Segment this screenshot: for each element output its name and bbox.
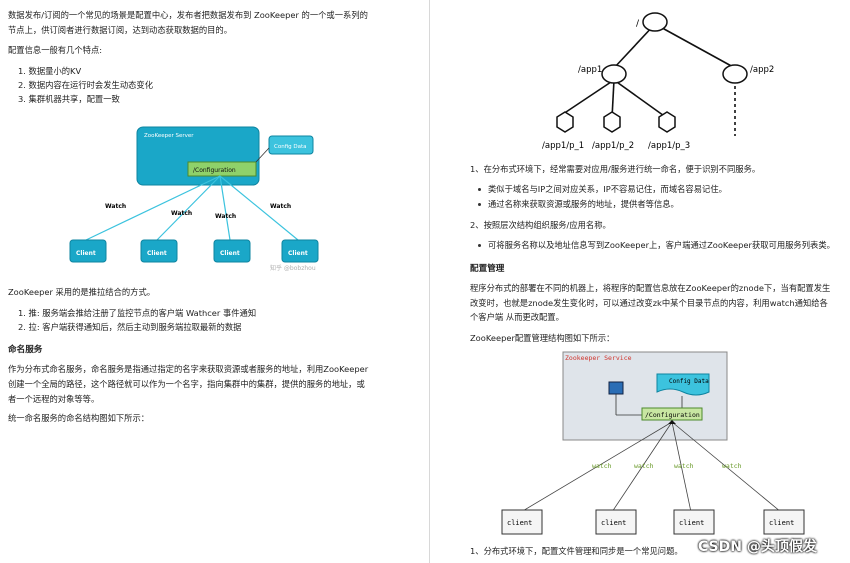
features-title: 配置信息一般有几个特点: <box>8 45 103 55</box>
service-label: Zookeeper Service <box>565 354 632 362</box>
watch-label: Watch <box>105 203 126 210</box>
item2-text: 2、按照层次结构组织服务/应用名称。 <box>470 220 611 230</box>
watch-label: Watch <box>171 210 192 217</box>
left-column: 数据发布/订阅的一个常见的场景是配置中心，发布者把数据发布到 ZooKeeper… <box>8 10 369 423</box>
client-box <box>281 239 319 263</box>
client-label: Client <box>147 250 167 257</box>
watch-label: watch <box>592 462 612 470</box>
feature-item: 1. 数据量小的KV <box>18 66 82 76</box>
config-data-box <box>268 135 314 155</box>
bottom-line: 1、分布式环境下，配置文件管理和同步是一个常见问题。 <box>470 546 683 556</box>
p2-label: /app1/p_2 <box>592 141 634 151</box>
node-square <box>608 381 624 395</box>
watch-label: watch <box>722 462 742 470</box>
client-label: Client <box>288 250 308 257</box>
server-label: ZooKeeper Server <box>144 133 194 139</box>
watch-label: Watch <box>215 213 236 220</box>
p3-label: /app1/p_3 <box>648 141 690 151</box>
csdn-watermark: CSDN @头顶假发 <box>698 539 817 555</box>
config-data-label: Config Data <box>669 378 709 385</box>
p1-label: /app1/p_1 <box>542 141 584 151</box>
config-line: 程序分布式的部署在不同的机器上，将程序的配置信息放在ZooKeeper的znod… <box>470 283 831 293</box>
item2-bullet: 可将服务名称以及地址信息写到ZooKeeper上，客户端通过ZooKeeper获… <box>478 238 835 253</box>
naming-line: 者一个远程的对象等等。 <box>8 394 100 404</box>
item1-bullet: 类似于域名与IP之间对应关系，IP不容易记住，而域名容易记住。 <box>478 182 727 197</box>
right-column: / /app1 /app2 /app1/p_1 /app1/p_2 /app1/… <box>432 0 850 563</box>
configuration-node <box>187 161 257 177</box>
client-box <box>213 239 251 263</box>
config-data-shape <box>656 373 710 396</box>
root-label: / <box>636 19 640 29</box>
item1-bullet: 通过名称来获取资源或服务的地址，提供者等信息。 <box>478 197 679 212</box>
configuration-node-label: /Configuration <box>645 411 700 419</box>
client-box <box>501 509 543 535</box>
page-divider <box>429 0 430 563</box>
client-box <box>69 239 107 263</box>
push-pull-text: ZooKeeper 采用的是推拉结合的方式。 <box>8 287 156 297</box>
feature-item: 3. 集群机器共享，配置一致 <box>18 94 120 104</box>
naming-line: 创建一个全局的路径，这个路径就可以作为一个名字，指向集群中的集群，提供的服务的地… <box>8 379 365 389</box>
watch-label: watch <box>634 462 654 470</box>
client-label: Client <box>76 250 96 257</box>
client-box <box>673 509 715 535</box>
feature-item: 2. 数据内容在运行时会发生动态变化 <box>18 80 154 90</box>
client-box <box>595 509 637 535</box>
naming-struct-caption: 统一命名服务的命名结构图如下所示： <box>8 413 150 423</box>
config-management-diagram: Zookeeper Service Config Data /Configura… <box>501 351 805 535</box>
naming-line: 作为分布式命名服务，命名服务是指通过指定的名字来获取资源或者服务的地址，利用Zo… <box>8 364 369 374</box>
zookeeper-service-box <box>562 351 728 441</box>
config-line: 改变时，也就是znode发生变化时，可以通过改变zk中某个目录节点的内容，利用w… <box>470 298 828 308</box>
intro-line-1: 数据发布/订阅的一个常见的场景是配置中心，发布者把数据发布到 ZooKeeper… <box>8 10 368 20</box>
app1-label: /app1 <box>578 65 602 75</box>
item1-text: 1、在分布式环境下，经常需要对应用/服务进行统一命名，便于识别不同服务。 <box>470 164 761 174</box>
intro-line-2: 节点上，供订阅者进行数据订阅，达到动态获取数据的目的。 <box>8 25 233 35</box>
app2-node <box>722 64 748 84</box>
watch-label: watch <box>674 462 694 470</box>
p2-node <box>603 111 621 133</box>
source-watermark: 知乎 @bobzhou <box>270 264 316 272</box>
push-pull-item: 2. 拉: 客户端获得通知后，然后主动到服务端拉取最新的数据 <box>18 322 242 332</box>
p3-node <box>658 111 676 133</box>
push-pull-item: 1. 推: 服务端会推给注册了监控节点的客户端 Wathcer 事件通知 <box>18 308 257 318</box>
config-line: 个客户端 从而更改配置。 <box>470 312 564 322</box>
naming-tree-diagram: / /app1 /app2 /app1/p_1 /app1/p_2 /app1/… <box>542 12 774 151</box>
naming-title: 命名服务 <box>8 345 43 355</box>
client-label: Client <box>220 250 240 257</box>
configuration-node-label: /Configuration <box>193 167 236 174</box>
client-label: client <box>769 519 794 527</box>
config-struct-caption: ZooKeeper配置管理结构图如下所示： <box>470 333 615 343</box>
config-title: 配置管理 <box>470 264 505 274</box>
root-node <box>642 12 668 32</box>
client-label: client <box>601 519 626 527</box>
client-box <box>140 239 178 263</box>
watch-label: Watch <box>270 203 291 210</box>
app1-node <box>601 64 627 84</box>
config-center-diagram: ZooKeeper Server /Configuration Config D… <box>69 126 319 272</box>
client-label: client <box>507 519 532 527</box>
p1-node <box>556 111 574 133</box>
client-label: client <box>679 519 704 527</box>
config-data-label: Config Data <box>274 144 307 150</box>
app2-label: /app2 <box>750 65 774 75</box>
client-box <box>763 509 805 535</box>
